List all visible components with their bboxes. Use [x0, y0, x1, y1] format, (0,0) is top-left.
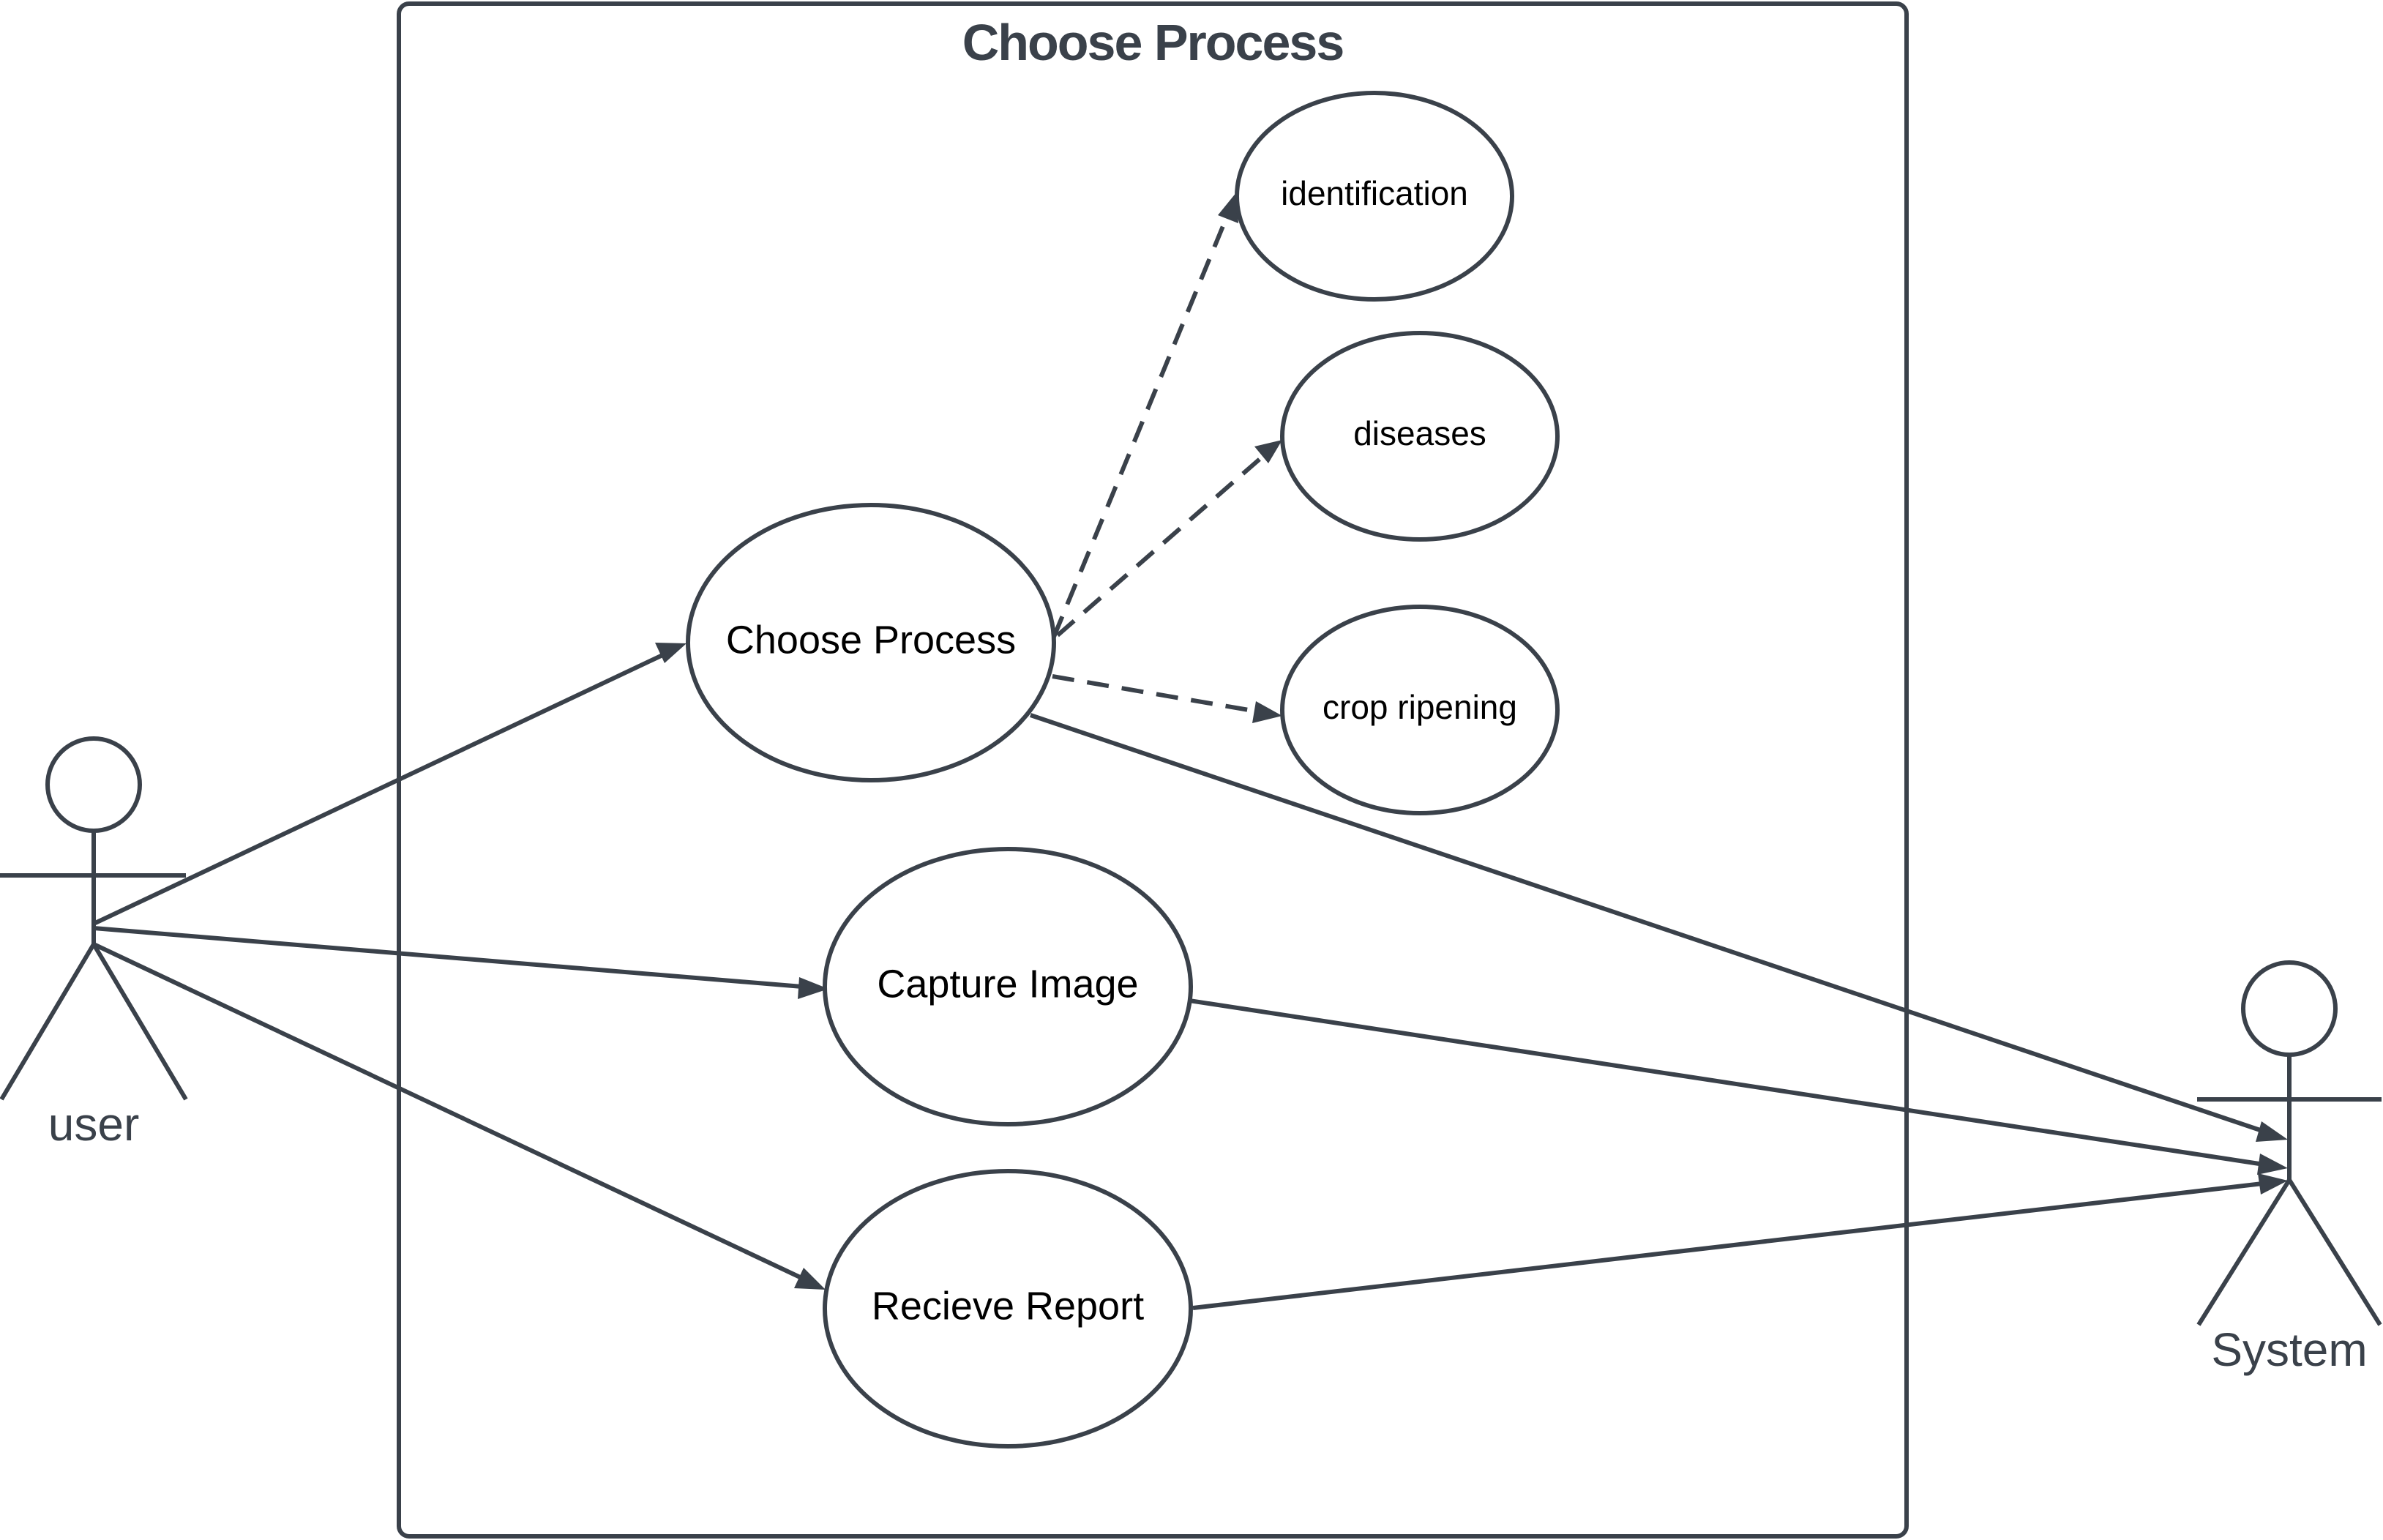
use-case-label: crop ripening: [1323, 688, 1517, 726]
use-case-label: Choose Process: [726, 618, 1016, 662]
association-capture-image-system: [1189, 998, 2270, 1167]
association-user-recieve-report: [92, 942, 812, 1285]
use-case-capture-image[interactable]: Capture Image: [823, 847, 1193, 1126]
association-user-choose-process: [92, 648, 673, 926]
actor-right-leg: [2287, 1178, 2382, 1326]
actor-user-label: user: [48, 1098, 140, 1151]
dependency-to-identification: [1052, 212, 1230, 638]
actor-left-leg: [0, 943, 96, 1101]
actor-head: [2241, 960, 2338, 1057]
dependency-to-diseases: [1056, 454, 1265, 638]
arrowhead-capture-image: [798, 977, 828, 999]
system-boundary-title: Choose Process: [962, 14, 1344, 71]
use-case-recieve-report[interactable]: Recieve Report: [823, 1169, 1193, 1449]
arrowhead-system-2: [2257, 1154, 2288, 1175]
actor-user[interactable]: user: [0, 736, 188, 1151]
arrowhead-system-1: [2256, 1121, 2288, 1142]
use-case-diseases[interactable]: diseases: [1280, 331, 1560, 542]
arrowhead-diseases: [1254, 440, 1282, 463]
use-case-label: Capture Image: [877, 962, 1138, 1006]
arrowhead-system-3: [2258, 1173, 2288, 1195]
actor-system-label: System: [2211, 1323, 2367, 1376]
arrowhead-choose-process: [655, 643, 687, 663]
use-case-label: identification: [1281, 174, 1468, 212]
use-case-label: diseases: [1353, 414, 1486, 452]
arrowhead-crop-ripening: [1252, 701, 1282, 723]
association-user-capture-image: [93, 926, 812, 990]
arrowhead-identification: [1218, 192, 1238, 223]
actor-left-leg: [2196, 1178, 2292, 1326]
arrowhead-recieve-report: [794, 1268, 826, 1290]
use-case-label: Recieve Report: [872, 1284, 1144, 1328]
actor-system[interactable]: System: [2196, 960, 2382, 1376]
actor-right-leg: [91, 943, 188, 1101]
actor-head: [45, 736, 142, 833]
use-case-crop-ripening[interactable]: crop ripening: [1280, 605, 1560, 815]
use-case-choose-process[interactable]: Choose Process: [686, 503, 1056, 782]
association-recieve-report-system: [1192, 1181, 2270, 1310]
use-case-identification[interactable]: identification: [1235, 91, 1514, 302]
association-choose-process-system: [1030, 713, 2270, 1135]
